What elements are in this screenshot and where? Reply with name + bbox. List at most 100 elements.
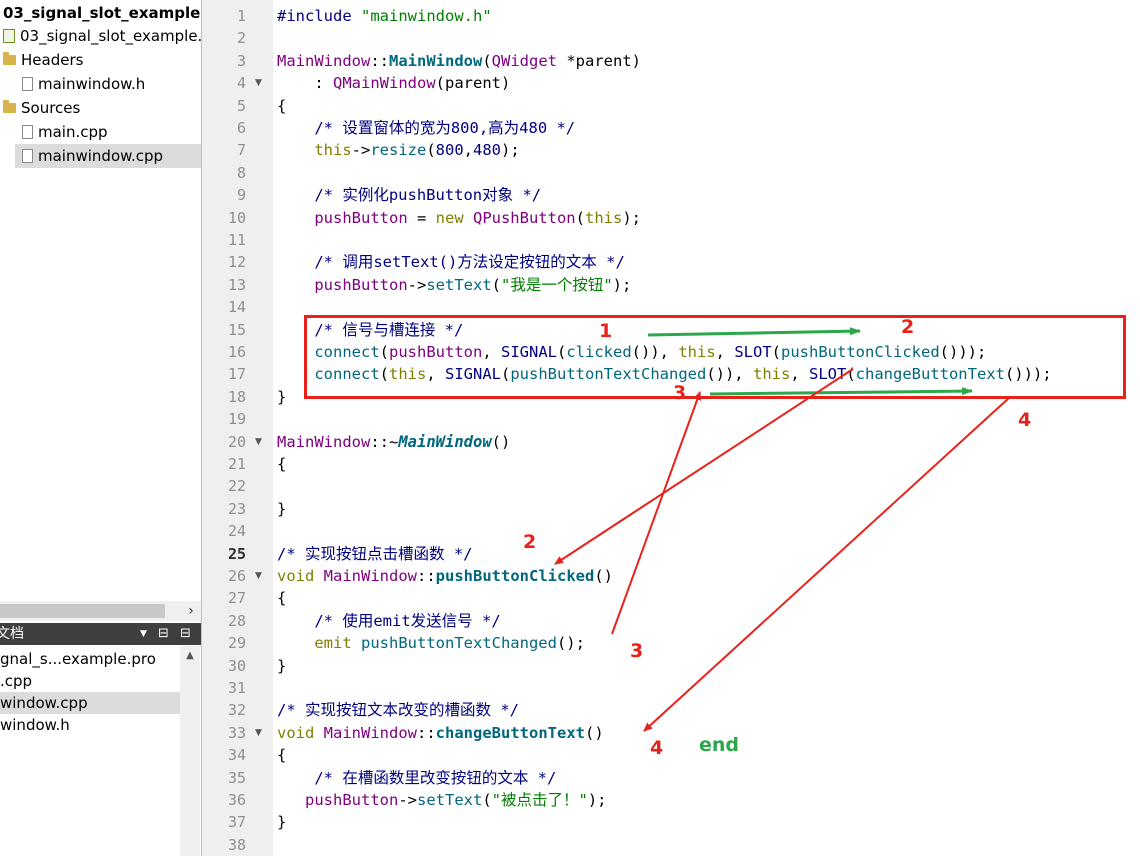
- tree-item-label: mainwindow.cpp: [38, 147, 164, 165]
- code-token: ();: [556, 634, 585, 653]
- open-document-item[interactable]: .cpp: [0, 670, 32, 692]
- code-line[interactable]: pushButton->setText("被点击了！");: [277, 789, 607, 811]
- line-number: 20: [227, 432, 246, 451]
- code-token: (: [379, 365, 389, 384]
- code-line[interactable]: {: [277, 453, 286, 475]
- tree-item-main-cpp[interactable]: main.cpp: [22, 120, 108, 144]
- code-token: }: [277, 387, 287, 406]
- code-token: ,: [482, 343, 501, 361]
- code-line[interactable]: pushButton->setText("我是一个按钮");: [277, 274, 631, 296]
- close-pane-icon[interactable]: ⊟: [180, 626, 191, 641]
- code-line[interactable]: }: [277, 811, 286, 833]
- code-line[interactable]: pushButton = new QPushButton(this);: [277, 207, 641, 229]
- code-line[interactable]: void MainWindow::changeButtonText(): [277, 722, 604, 744]
- code-token: :: [277, 74, 333, 93]
- line-number: 26: [227, 567, 246, 585]
- code-line[interactable]: void MainWindow::pushButtonClicked(): [277, 565, 613, 587]
- code-line[interactable]: {: [277, 95, 286, 117]
- code-token: MainWindow: [323, 567, 417, 585]
- code-token: connect: [277, 343, 380, 361]
- tree-item-pro-file[interactable]: 03_signal_slot_example.p: [3, 24, 201, 48]
- line-number: 29: [227, 634, 246, 653]
- code-token: (): [594, 567, 613, 585]
- code-token: changeButtonText: [855, 365, 1005, 384]
- line-number: 36: [227, 791, 246, 809]
- code-line[interactable]: /* 调用setText()方法设定按钮的文本 */: [277, 251, 625, 273]
- folder-icon: [3, 52, 16, 65]
- code-token: /* 设置窗体的宽为800,高为480 */: [277, 119, 576, 137]
- line-number: 6: [236, 119, 246, 137]
- code-line[interactable]: }: [277, 498, 286, 520]
- code-token: {: [277, 455, 287, 473]
- code-line[interactable]: /* 使用emit发送信号 */: [277, 610, 500, 632]
- split-icon[interactable]: ⊟: [158, 626, 169, 641]
- code-token: (): [491, 432, 511, 451]
- line-number: 13: [227, 275, 246, 294]
- chevron-right-icon[interactable]: ›: [188, 603, 194, 619]
- annotation-label-4: 4: [1018, 409, 1032, 431]
- code-line[interactable]: : QMainWindow(parent): [277, 72, 510, 94]
- tree-item-headers[interactable]: Headers: [3, 48, 83, 72]
- code-token: ::: [370, 51, 389, 70]
- code-token: pushButton: [277, 208, 408, 227]
- open-document-item[interactable]: window.h: [0, 714, 70, 736]
- code-token: /* 在槽函数里改变按钮的文本 */: [277, 768, 557, 787]
- code-token: MainWindow: [389, 51, 483, 70]
- chevron-up-icon[interactable]: ▲: [186, 650, 194, 661]
- code-line[interactable]: }: [277, 655, 286, 677]
- code-token: ->: [351, 141, 371, 160]
- tree-item-sources[interactable]: Sources: [3, 96, 80, 120]
- scrollbar-thumb[interactable]: [0, 604, 165, 618]
- pane-divider[interactable]: [201, 0, 202, 856]
- dropdown-arrow-icon[interactable]: ▼: [140, 629, 147, 639]
- code-token: ::: [417, 723, 436, 742]
- code-line[interactable]: /* 实例化pushButton对象 */: [277, 184, 541, 206]
- code-token: QMainWindow: [333, 74, 436, 93]
- code-token: #include: [277, 7, 361, 25]
- code-token: );: [501, 141, 520, 160]
- code-line[interactable]: {: [277, 744, 286, 766]
- code-line[interactable]: {: [277, 587, 286, 609]
- code-token: ::~: [370, 432, 399, 451]
- code-line[interactable]: }: [277, 386, 286, 408]
- highlight-box: [304, 315, 1126, 399]
- code-line[interactable]: /* 在槽函数里改变按钮的文本 */: [277, 767, 556, 789]
- fold-arrow-icon[interactable]: ▼: [255, 727, 262, 738]
- fold-arrow-icon[interactable]: ▼: [255, 571, 262, 581]
- annotation-label-end: end: [699, 734, 740, 756]
- code-line[interactable]: connect(pushButton, SIGNAL(clicked()), t…: [277, 341, 986, 363]
- code-token: clicked: [566, 343, 632, 361]
- code-line[interactable]: this->resize(800,480);: [277, 139, 520, 161]
- code-line[interactable]: #include "mainwindow.h": [277, 5, 492, 27]
- code-line[interactable]: /* 信号与槽连接 */: [277, 319, 463, 341]
- tree-item-mainwindow-h[interactable]: mainwindow.h: [22, 72, 145, 96]
- annotation-label-1: 1: [599, 320, 613, 342]
- code-token: void: [277, 567, 324, 585]
- code-line[interactable]: /* 实现按钮文本改变的槽函数 */: [277, 699, 519, 721]
- documents-vertical-scrollbar[interactable]: ▲: [180, 646, 200, 856]
- fold-arrow-icon[interactable]: ▼: [255, 78, 262, 89]
- code-line[interactable]: /* 实现按钮点击槽函数 */: [277, 543, 473, 565]
- code-token: }: [277, 813, 287, 832]
- code-line[interactable]: MainWindow::~MainWindow(): [277, 431, 510, 453]
- line-number: 34: [227, 746, 246, 765]
- line-number: 35: [227, 768, 246, 787]
- code-token: 800: [435, 141, 464, 160]
- code-token: /* 信号与槽连接 */: [277, 320, 464, 339]
- line-number: 2: [236, 29, 246, 48]
- open-document-item[interactable]: window.cpp: [0, 692, 180, 714]
- tree-horizontal-scrollbar[interactable]: ›: [0, 601, 201, 621]
- code-token: parent: [445, 74, 501, 93]
- fold-arrow-icon[interactable]: ▼: [255, 436, 262, 447]
- open-document-item[interactable]: gnal_s...example.pro: [0, 648, 156, 670]
- code-token: ::: [417, 567, 436, 585]
- code-token: QPushButton: [472, 208, 576, 227]
- code-line[interactable]: /* 设置窗体的宽为800,高为480 */: [277, 117, 575, 139]
- code-line[interactable]: MainWindow::MainWindow(QWidget *parent): [277, 50, 641, 72]
- code-token: MainWindow: [323, 723, 417, 742]
- code-token: 480: [473, 141, 502, 160]
- code-token: );: [612, 275, 632, 294]
- tree-item-mainwindow-cpp[interactable]: mainwindow.cpp: [15, 144, 201, 168]
- line-number: 33: [227, 723, 246, 742]
- code-line[interactable]: emit pushButtonTextChanged();: [277, 632, 585, 654]
